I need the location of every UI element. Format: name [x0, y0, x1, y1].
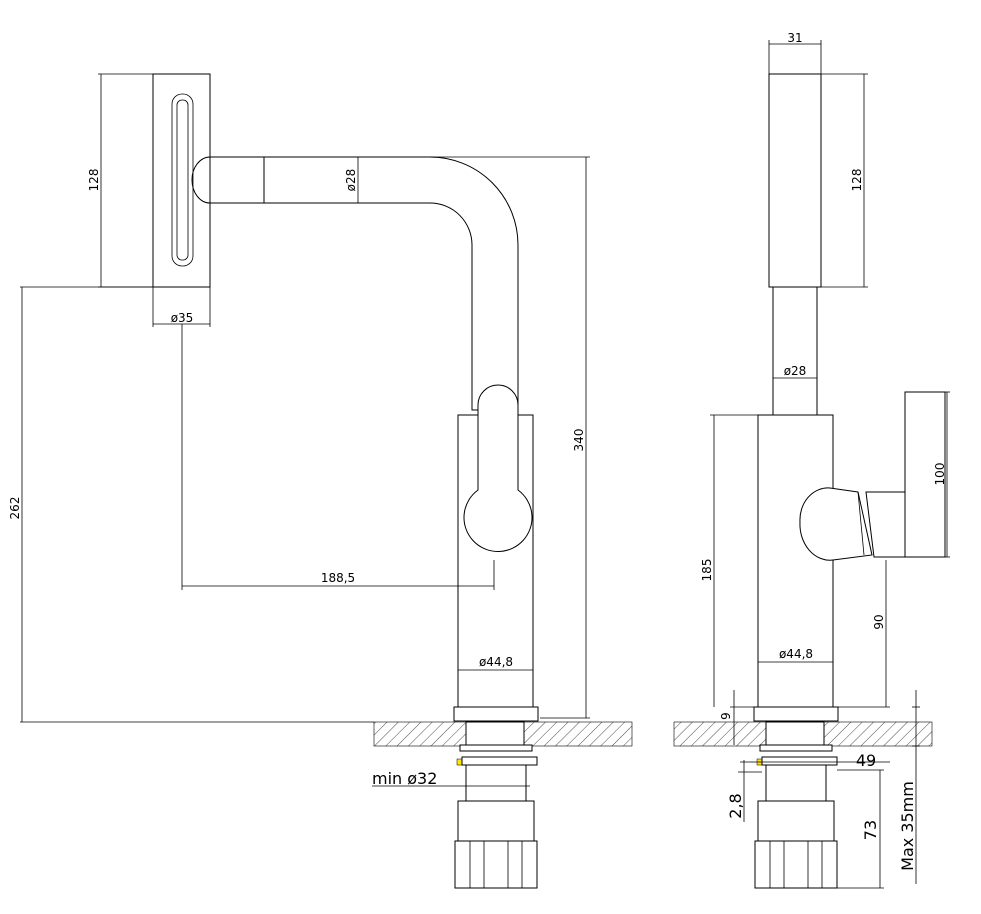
front-view: 128 ø28 ø35 340 262 188,5 ø44,8 min ø32: [8, 73, 633, 889]
side-dim-nut: 49: [856, 751, 876, 770]
front-washer: [461, 756, 538, 766]
side-dim-lever-offset: 90: [872, 614, 886, 629]
side-dim-body-diameter: ø44,8: [779, 647, 813, 661]
front-handle-slot-outer: [171, 93, 194, 267]
side-lever-knob: [799, 487, 873, 561]
side-lever-plate: [904, 391, 946, 558]
front-base: [453, 706, 539, 722]
front-lever: [463, 384, 533, 552]
side-dim-width: 31: [787, 31, 802, 45]
side-view: 31 128 ø28 100 185 90 ø44,8 9 49: [673, 31, 950, 889]
side-dim-body-height: 185: [700, 559, 714, 582]
side-dim-lever-height: 100: [933, 463, 947, 486]
front-dim-spout-diameter: ø28: [344, 169, 358, 192]
side-dim-connector: 73: [861, 820, 880, 840]
front-dim-body-diameter: ø44,8: [479, 655, 513, 669]
side-hose-sleeve: [757, 800, 835, 842]
front-connector: [465, 764, 527, 802]
side-washer: [761, 756, 838, 766]
side-spout: [772, 286, 818, 416]
side-body: [757, 414, 834, 708]
front-dim-reach: 188,5: [321, 571, 355, 585]
side-dim-base: 9: [719, 712, 733, 720]
side-dim-handle-height: 128: [850, 169, 864, 192]
front-dim-handle-diameter: ø35: [171, 311, 194, 325]
front-handle-block: [152, 73, 211, 288]
side-dim-washer: 2,8: [726, 793, 745, 818]
side-base: [753, 706, 839, 722]
front-dim-outlet-height: 262: [8, 497, 22, 520]
side-connector: [765, 764, 827, 802]
front-spout-cap: [191, 156, 211, 204]
side-dim-max-thickness: Max 35mm: [898, 781, 917, 871]
side-handle-block: [768, 73, 822, 288]
side-lever-arm: [865, 491, 906, 558]
side-nut: [759, 744, 833, 752]
front-dim-total-height: 340: [572, 429, 586, 452]
front-spout: [209, 156, 519, 411]
front-hose-sleeve: [457, 800, 535, 842]
front-hose-nut: [454, 840, 538, 889]
side-dim-spout-diameter: ø28: [784, 364, 807, 378]
side-hose-nut: [754, 840, 838, 889]
front-handle-slot-inner: [176, 99, 189, 261]
front-dim-min-hole: min ø32: [372, 769, 437, 788]
front-dim-handle-height: 128: [87, 169, 101, 192]
front-nut: [459, 744, 533, 752]
